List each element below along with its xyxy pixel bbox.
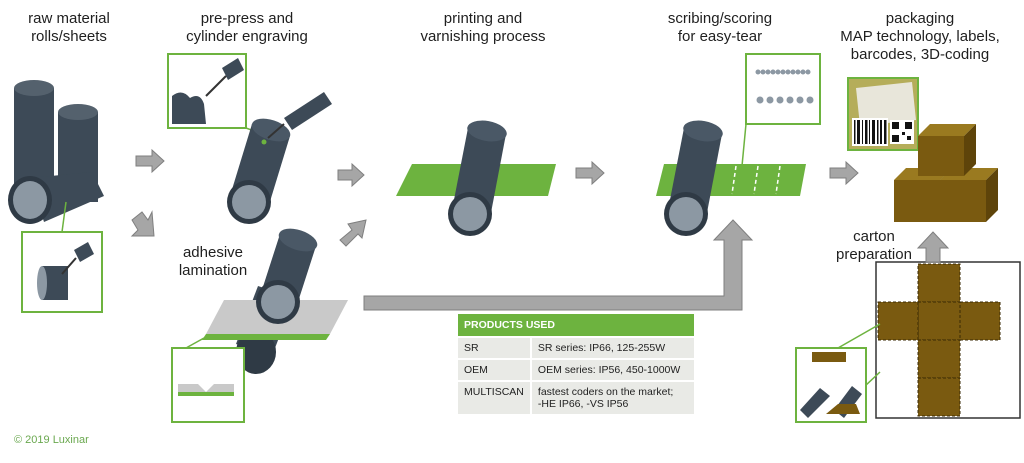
arrow-printing-to-scribing xyxy=(575,160,605,186)
label-carton-preparation: carton preparation xyxy=(836,228,912,263)
scribing-inset xyxy=(741,53,821,167)
arrow-prepress-to-printing xyxy=(337,162,365,188)
label-adhesive-lamination: adhesive lamination xyxy=(178,244,248,279)
products-used-table: PRODUCTS USED SR SR series: IP66, 125-25… xyxy=(458,314,694,414)
raw-material-inset xyxy=(21,201,103,313)
product-value: SR series: IP66, 125-255W xyxy=(530,336,694,359)
arrow-raw-to-lamination xyxy=(130,210,155,237)
product-key: MULTISCAN xyxy=(458,380,532,414)
label-prepress: pre-press and cylinder engraving xyxy=(186,10,308,45)
lamination-rollers xyxy=(202,228,348,374)
packaging-photo-inset xyxy=(847,77,919,151)
printing-station xyxy=(396,120,556,236)
product-value: OEM series: IP56, 450-1000W xyxy=(530,358,694,381)
engraving-cylinder xyxy=(227,92,332,224)
table-row: MULTISCAN fastest coders on the market; … xyxy=(458,380,694,414)
engraving-inset xyxy=(167,53,263,135)
product-value: fastest coders on the market; -HE IP66, … xyxy=(530,380,694,414)
lamination-inset xyxy=(171,337,245,423)
copyright-notice: © 2019 Luxinar xyxy=(14,434,89,446)
label-printing: printing and varnishing process xyxy=(420,10,546,45)
arrow-lamination-to-scribing xyxy=(363,219,754,311)
label-raw-material: raw material rolls/sheets xyxy=(28,10,110,45)
label-scribing: scribing/scoring for easy-tear xyxy=(667,10,773,45)
flow-arrows xyxy=(130,148,950,311)
table-row: OEM OEM series: IP56, 450-1000W xyxy=(458,358,694,381)
raw-material-rolls xyxy=(8,80,104,224)
arrow-lamination-to-printing xyxy=(339,219,367,247)
arrow-raw-to-prepress xyxy=(135,148,165,174)
stacked-boxes xyxy=(894,124,998,222)
arrow-carton-to-packaging xyxy=(916,231,950,263)
carton-inset xyxy=(795,323,881,423)
arrow-scribing-to-packaging xyxy=(829,160,859,186)
label-packaging: packaging MAP technology, labels, barcod… xyxy=(840,10,1000,63)
scribing-station xyxy=(656,120,806,236)
products-used-header: PRODUCTS USED xyxy=(458,314,694,337)
carton-net xyxy=(875,261,1021,419)
product-key: OEM xyxy=(458,358,532,381)
table-row: SR SR series: IP66, 125-255W xyxy=(458,336,694,359)
product-key: SR xyxy=(458,336,532,359)
